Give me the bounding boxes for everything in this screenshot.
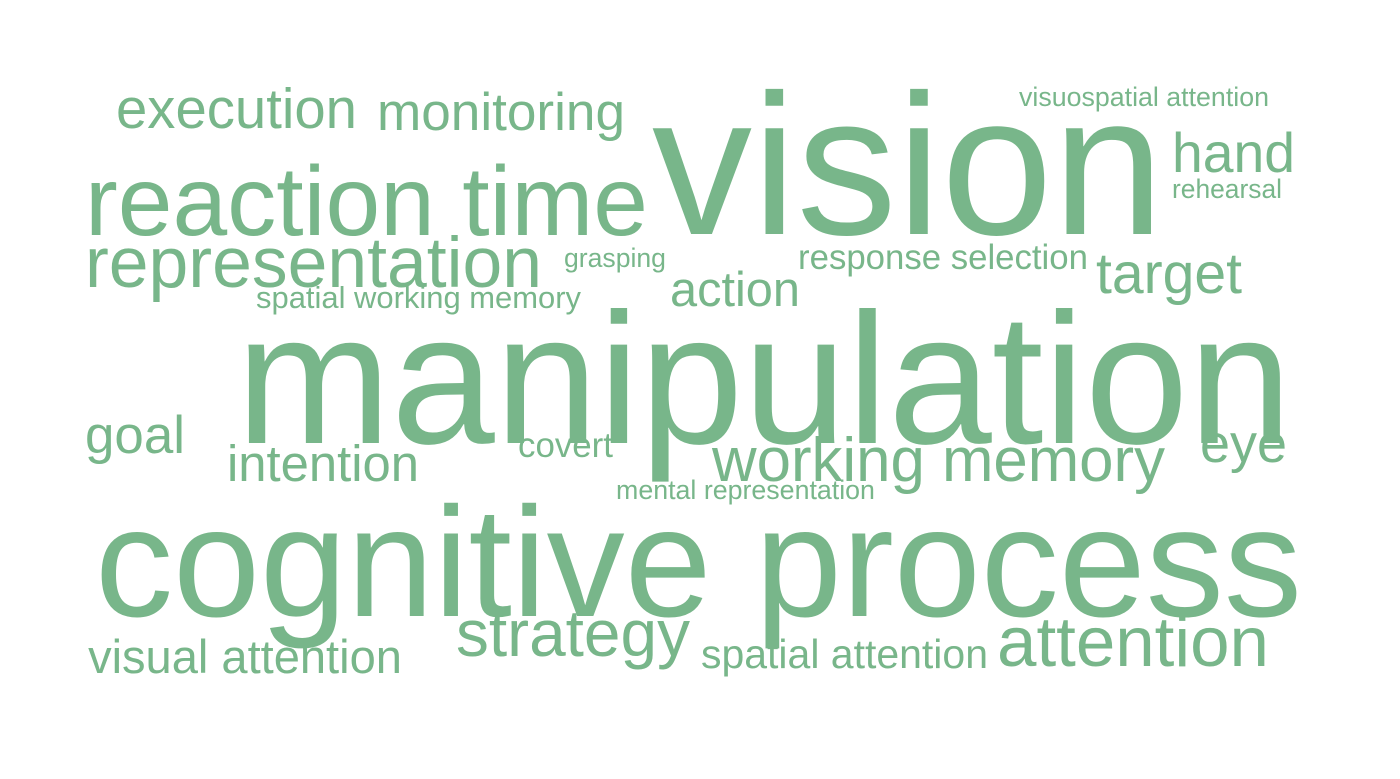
word-mental-representation: mental representation <box>616 474 875 505</box>
word-rehearsal: rehearsal <box>1172 173 1282 204</box>
word-attention: attention <box>997 602 1269 682</box>
word-eye: eye <box>1200 414 1287 475</box>
word-working-memory: working memory <box>712 426 1165 496</box>
word-action: action <box>670 263 800 318</box>
word-hand: hand <box>1172 122 1295 185</box>
word-vision: vision <box>651 53 1164 277</box>
word-covert: covert <box>518 426 613 466</box>
word-execution: execution <box>116 76 357 140</box>
word-response-selection: response selection <box>798 238 1088 277</box>
word-target: target <box>1096 242 1242 307</box>
word-representation: representation <box>84 223 542 304</box>
word-cognitive-process: cognitive process <box>95 475 1302 650</box>
word-goal: goal <box>85 406 185 466</box>
word-strategy: strategy <box>456 596 690 671</box>
word-reaction-time: reaction time <box>85 145 648 256</box>
word-monitoring: monitoring <box>377 83 625 143</box>
word-visuospatial-attention: visuospatial attention <box>1019 81 1269 112</box>
word-spatial-attention: spatial attention <box>701 630 988 677</box>
word-visual-attention: visual attention <box>88 629 402 683</box>
word-manipulation: manipulation <box>236 274 1292 483</box>
word-spatial-working-memory: spatial working memory <box>256 280 581 316</box>
word-intention: intention <box>227 435 419 493</box>
word-grasping: grasping <box>564 243 666 274</box>
